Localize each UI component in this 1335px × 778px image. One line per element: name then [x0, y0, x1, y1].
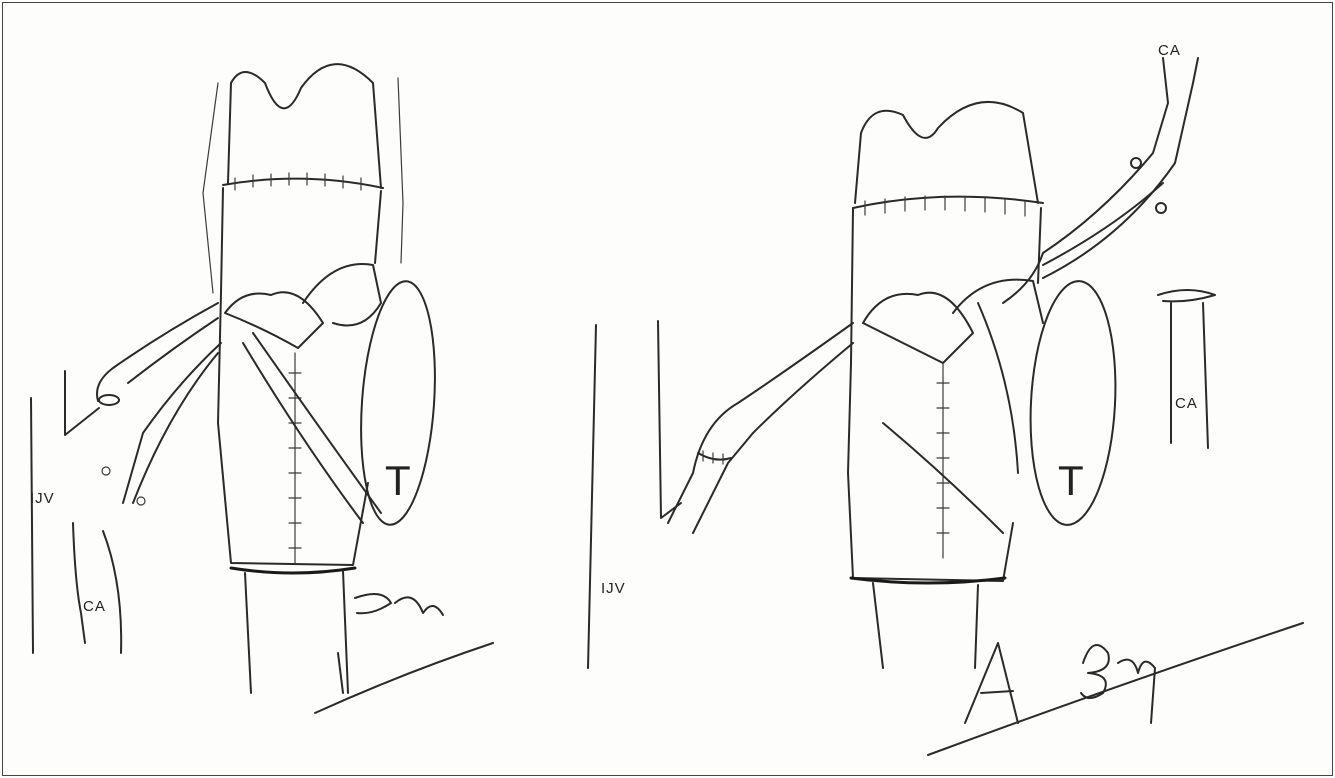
right-graft-body: [848, 208, 1013, 581]
right-ca-stump: [1158, 290, 1215, 301]
left-ijv-label: IJV: [30, 490, 55, 507]
left-panel: T IJV CA: [30, 64, 493, 713]
left-vessel-clip: [99, 395, 119, 405]
left-t-label: T: [385, 457, 411, 504]
right-ca-side-label: CA: [1175, 395, 1198, 412]
right-ca-top-label: CA: [1158, 42, 1181, 59]
surgical-sketch: T IJV CA: [3, 3, 1332, 775]
left-flap-top: [228, 64, 381, 188]
right-panel: T CA CA IJV: [588, 42, 1303, 755]
right-t-label: T: [1058, 457, 1084, 504]
left-ca-label: CA: [83, 598, 106, 615]
right-ijv-label: IJV: [601, 580, 626, 597]
left-graft-body: [218, 188, 368, 565]
right-flap-top: [855, 102, 1038, 203]
left-signature: [315, 594, 493, 713]
right-signature: [928, 623, 1303, 755]
